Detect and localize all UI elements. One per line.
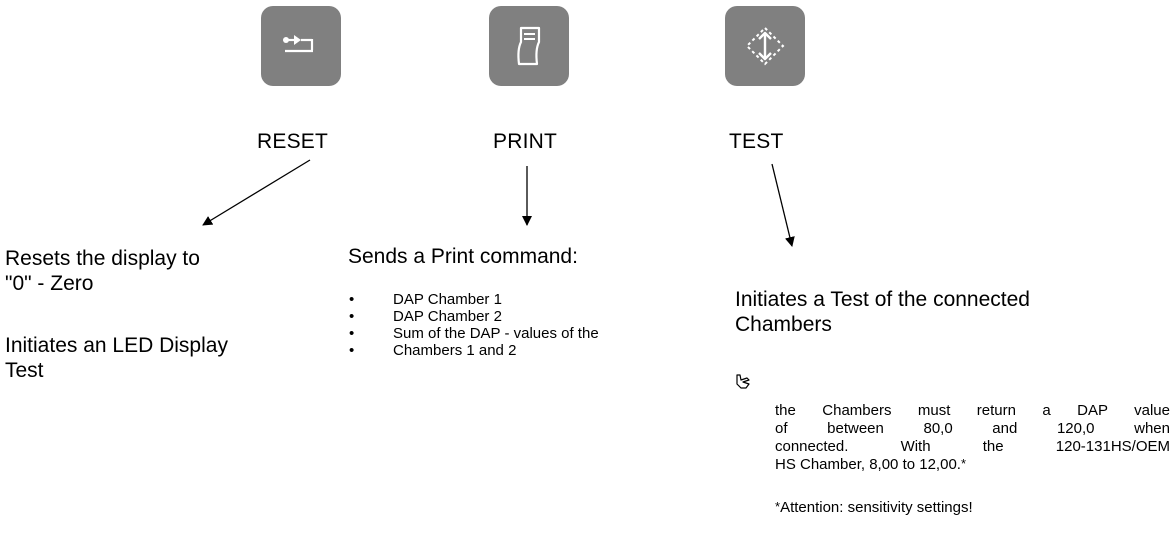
print-heading: Sends a Print command: [348, 245, 578, 268]
test-line-2: Chambers [735, 313, 832, 336]
print-bullet-list: DAP Chamber 1 DAP Chamber 2 Sum of the D… [349, 291, 599, 359]
reset-line-3: Initiates an LED Display [5, 334, 228, 357]
asterisk-mark: * [775, 499, 781, 514]
reset-icon [283, 35, 314, 53]
attention-note: *Attention: sensitivity settings! [775, 499, 1170, 517]
reset-key[interactable] [261, 6, 341, 86]
reset-line-2: "0" - Zero [5, 272, 94, 295]
print-bullet-item: DAP Chamber 2 [349, 308, 599, 325]
test-note-line: the Chambers must return a DAP value [775, 402, 1170, 419]
test-icon [745, 26, 785, 66]
test-note-line: connected. With the 120-131HS/OEM [775, 438, 1170, 455]
reset-label: RESET [257, 130, 329, 153]
reset-line-4: Test [5, 359, 44, 382]
asterisk-mark: * [960, 456, 967, 471]
print-icon [517, 26, 541, 66]
print-bullet-item: DAP Chamber 1 [349, 291, 599, 308]
print-key[interactable] [489, 6, 569, 86]
print-bullet-item: Sum of the DAP - values of the [349, 325, 599, 342]
test-label: TEST [729, 130, 784, 153]
hand-pointer-icon [736, 374, 750, 389]
test-key[interactable] [725, 6, 805, 86]
reset-arrow [202, 159, 311, 226]
test-arrow [771, 163, 795, 247]
attention-text: Attention: sensitivity settings! [780, 499, 973, 516]
reset-line-1: Resets the display to [5, 247, 200, 270]
test-note-line: of between 80,0 and 120,0 when [775, 420, 1170, 437]
test-note-line: HS Chamber, 8,00 to 12,00.* [775, 456, 967, 473]
print-bullet-item: Chambers 1 and 2 [349, 342, 599, 359]
test-note: the Chambers must return a DAP value of … [775, 402, 1170, 474]
print-label: PRINT [493, 130, 557, 153]
test-line-1: Initiates a Test of the connected [735, 288, 1030, 311]
